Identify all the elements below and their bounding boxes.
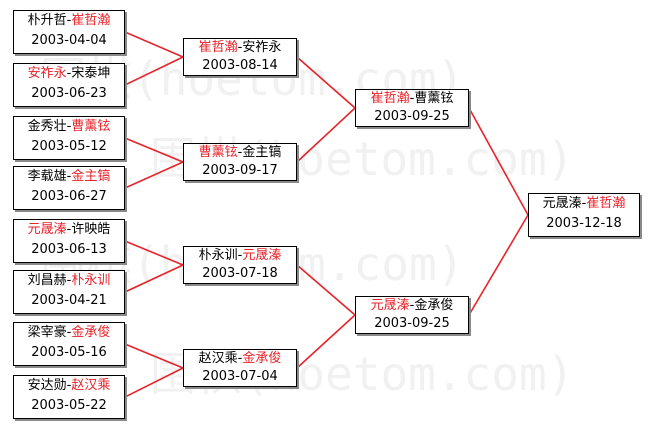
player-1: 元晟溱 — [370, 298, 410, 313]
match-r1-4: 李载雄-金主镐 2003-06-27 — [13, 166, 125, 210]
player-2: 崔哲瀚 — [586, 196, 626, 211]
connector-line — [124, 31, 184, 58]
connector-line — [124, 367, 184, 398]
match-date: 2003-05-22 — [31, 398, 107, 413]
connector-line — [124, 343, 184, 369]
match-date: 2003-05-12 — [31, 139, 107, 154]
player-2: 崔哲瀚 — [71, 13, 111, 28]
player-1: 安达勋 — [27, 378, 67, 393]
connector-line — [468, 214, 529, 316]
match-date: 2003-04-04 — [31, 33, 107, 48]
match-date: 2003-06-27 — [31, 189, 107, 204]
connector-line — [468, 107, 529, 216]
player-2: 安祚永 — [242, 40, 282, 55]
match-r1-3: 金秀壮-曹薰铉 2003-05-12 — [13, 116, 125, 160]
match-r1-2: 安祚永-宋泰坤 2003-06-23 — [13, 63, 125, 107]
player-1: 崔哲瀚 — [198, 40, 238, 55]
connector-line — [124, 264, 184, 293]
match-date: 2003-05-16 — [31, 345, 107, 360]
player-1: 赵汉乘 — [198, 351, 238, 366]
player-1: 金秀壮 — [27, 119, 67, 134]
connector-line — [124, 137, 184, 163]
player-1: 李载雄 — [27, 169, 67, 184]
match-r3-2: 元晟溱-金承俊 2003-09-25 — [355, 296, 469, 334]
player-1: 朴永训 — [198, 248, 238, 263]
match-date: 2003-12-18 — [546, 216, 622, 231]
player-1: 元晟溱 — [27, 222, 67, 237]
match-date: 2003-06-13 — [31, 242, 107, 257]
match-r2-2: 曹薰铉-金主镐 2003-09-17 — [183, 143, 297, 181]
match-final: 元晟溱-崔哲瀚 2003-12-18 — [528, 193, 640, 237]
match-date: 2003-07-18 — [202, 266, 278, 281]
player-2: 金承俊 — [414, 298, 454, 313]
match-r2-1: 崔哲瀚-安祚永 2003-08-14 — [183, 38, 297, 76]
match-date: 2003-04-21 — [31, 293, 107, 308]
player-2: 金主镐 — [242, 145, 282, 160]
connector-line — [296, 264, 356, 316]
player-2: 金承俊 — [71, 325, 111, 340]
match-date: 2003-08-14 — [202, 58, 278, 73]
match-r1-8: 安达勋-赵汉乘 2003-05-22 — [13, 375, 125, 419]
match-date: 2003-09-25 — [374, 109, 450, 124]
player-2: 赵汉乘 — [71, 378, 111, 393]
connector-line — [296, 314, 356, 369]
player-1: 崔哲瀚 — [370, 91, 410, 106]
player-2: 许映皓 — [71, 222, 111, 237]
player-1: 梁宰豪 — [27, 325, 67, 340]
match-date: 2003-06-23 — [31, 86, 107, 101]
player-1: 安祚永 — [27, 66, 67, 81]
player-1: 刘昌赫 — [27, 273, 67, 288]
match-date: 2003-09-25 — [374, 316, 450, 331]
match-r2-3: 朴永训-元晟溱 2003-07-18 — [183, 246, 297, 284]
connector-line — [124, 161, 184, 189]
match-date: 2003-09-17 — [202, 163, 278, 178]
player-2: 曹薰铉 — [71, 119, 111, 134]
connector-line — [124, 240, 184, 266]
player-2: 金承俊 — [242, 351, 282, 366]
player-2: 元晟溱 — [242, 248, 282, 263]
connector-line — [124, 56, 184, 86]
player-1: 元晟溱 — [542, 196, 582, 211]
player-2: 宋泰坤 — [71, 66, 111, 81]
match-date: 2003-07-04 — [202, 369, 278, 384]
player-2: 曹薰铉 — [414, 91, 454, 106]
player-2: 金主镐 — [71, 169, 111, 184]
connector-line — [296, 107, 356, 163]
player-2: 朴永训 — [71, 273, 111, 288]
match-r1-6: 刘昌赫-朴永训 2003-04-21 — [13, 270, 125, 314]
player-1: 朴升哲 — [27, 13, 67, 28]
match-r1-1: 朴升哲-崔哲瀚 2003-04-04 — [13, 10, 125, 54]
match-r3-1: 崔哲瀚-曹薰铉 2003-09-25 — [355, 89, 469, 127]
match-r1-5: 元晟溱-许映皓 2003-06-13 — [13, 219, 125, 263]
match-r1-7: 梁宰豪-金承俊 2003-05-16 — [13, 322, 125, 366]
player-1: 曹薰铉 — [198, 145, 238, 160]
match-r2-4: 赵汉乘-金承俊 2003-07-04 — [183, 349, 297, 387]
connector-line — [296, 56, 356, 109]
